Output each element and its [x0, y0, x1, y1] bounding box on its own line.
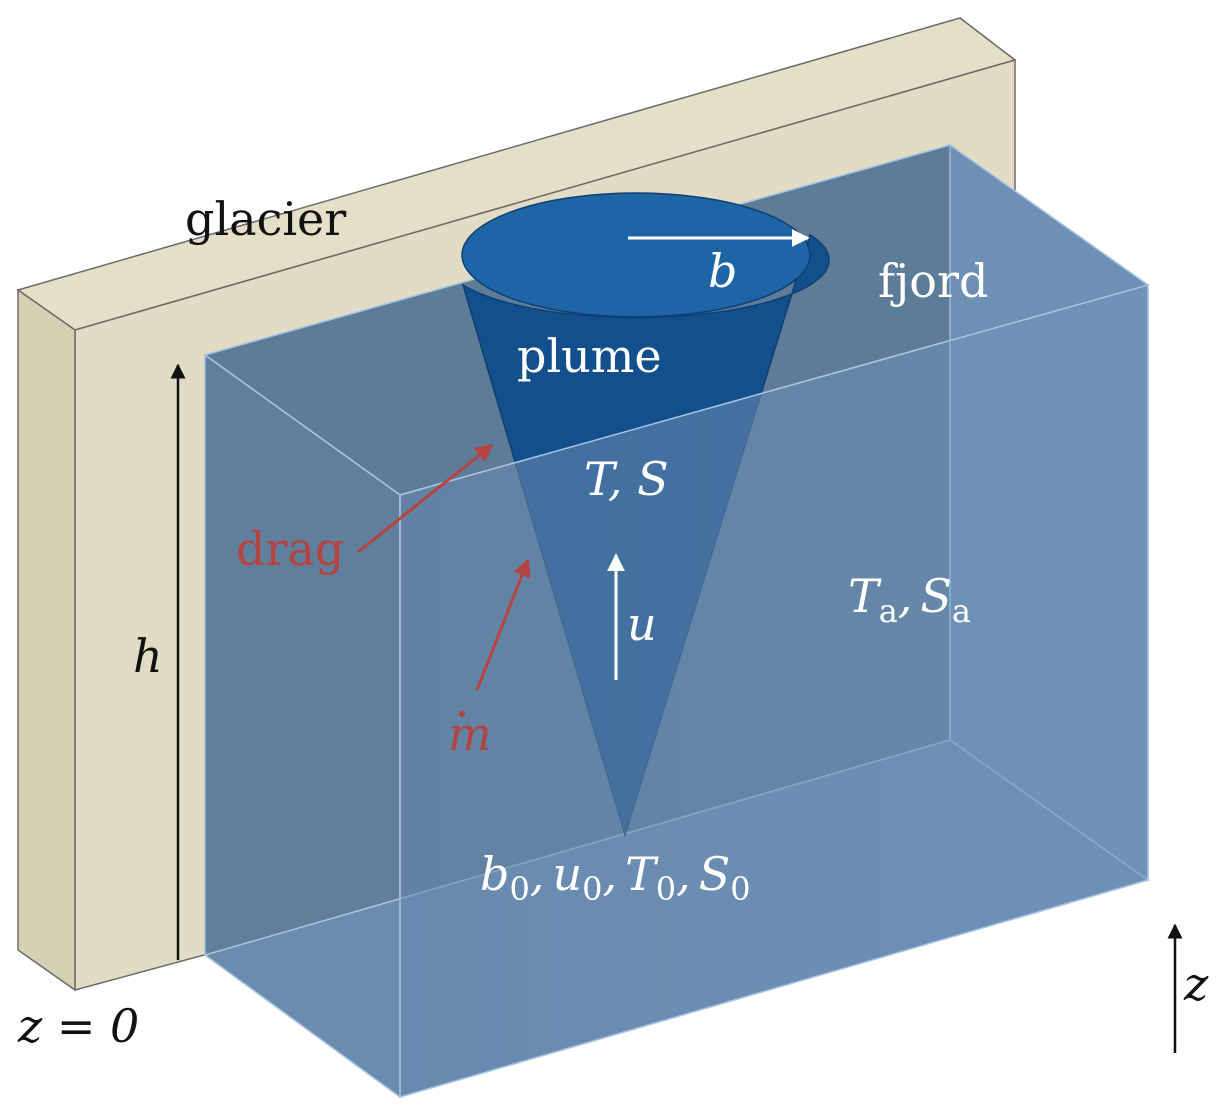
- ambient-temperature-symbol: T: [848, 569, 882, 623]
- source-comma-1: ,: [530, 847, 545, 901]
- melt-rate-symbol: m: [448, 707, 492, 761]
- source-u-symbol: u: [552, 847, 582, 901]
- z-axis-label: z: [1183, 957, 1209, 1011]
- source-u-subscript: 0: [582, 870, 602, 908]
- ambient-comma: ,: [898, 569, 913, 623]
- height-label: h: [133, 629, 163, 683]
- source-T-subscript: 0: [656, 870, 676, 908]
- fjord-front-face: [399, 284, 1149, 1098]
- source-T-symbol: T: [625, 847, 659, 901]
- fjord-label: fjord: [878, 254, 988, 308]
- ambient-salinity-subscript: a: [952, 592, 971, 630]
- plume-top-ellipse: [461, 192, 811, 318]
- source-b-subscript: 0: [509, 870, 529, 908]
- glacier-side-face: [17, 288, 76, 992]
- ambient-salinity-symbol: S: [920, 569, 952, 623]
- source-b-symbol: b: [480, 847, 509, 901]
- radius-label: b: [708, 244, 737, 298]
- plume-state-label: T, S: [584, 452, 669, 506]
- z-origin-label: z = 0: [17, 999, 139, 1053]
- source-S-subscript: 0: [730, 870, 750, 908]
- ambient-temperature-subscript: a: [879, 592, 898, 630]
- melt-rate-dot: [459, 711, 465, 717]
- source-S-symbol: S: [699, 847, 731, 901]
- glacier-label: glacier: [185, 192, 346, 246]
- drag-arrow: [357, 443, 494, 554]
- velocity-label: u: [627, 597, 657, 651]
- source-comma-3: ,: [676, 847, 691, 901]
- source-conditions-label: b0,u0,T0,S0: [480, 847, 751, 908]
- plume-label: plume: [517, 329, 662, 383]
- melt-rate-label: m: [448, 707, 492, 761]
- ambient-state-label: Ta,Sa: [848, 569, 971, 630]
- source-comma-2: ,: [602, 847, 617, 901]
- drag-label: drag: [236, 522, 344, 576]
- melt-arrow: [475, 558, 531, 691]
